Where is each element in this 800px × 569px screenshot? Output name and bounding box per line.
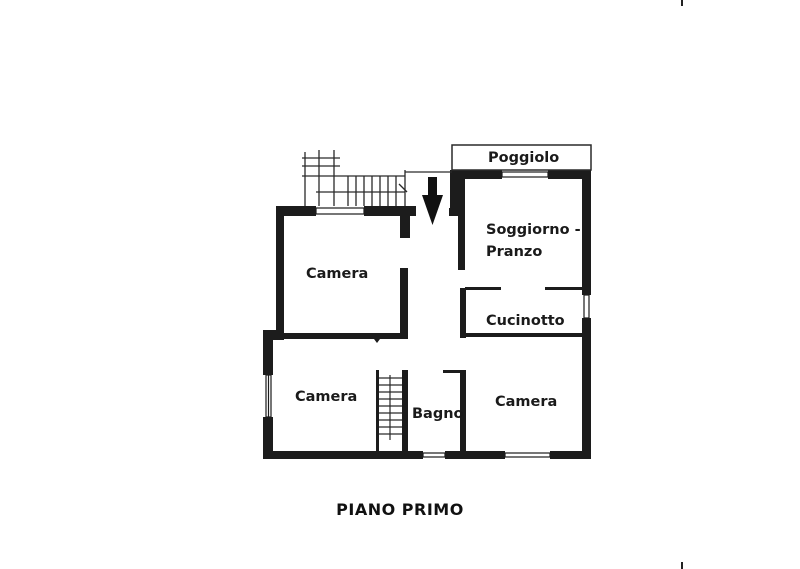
external-staircase [302,150,408,206]
room-label-camera-1: Camera [306,266,369,282]
internal-staircase [379,375,402,440]
room-label-camera-3: Camera [495,394,558,410]
floor-title: PIANO PRIMO [336,500,464,519]
arrow-down-icon [422,177,443,225]
windows [265,171,590,458]
walls [263,170,591,459]
room-label-cucinotto: Cucinotto [486,313,565,329]
crop-mark-bottom [681,562,683,569]
balcony-outline [451,144,592,171]
room-label-poggiolo: Poggiolo [488,150,560,166]
room-label-bagno: Bagno [412,406,464,422]
room-label-soggiorno-line1: Soggiorno - [486,222,581,238]
room-label-camera-2: Camera [295,389,358,405]
crop-mark-top [681,0,683,6]
room-label-soggiorno-line2: Pranzo [486,244,543,260]
